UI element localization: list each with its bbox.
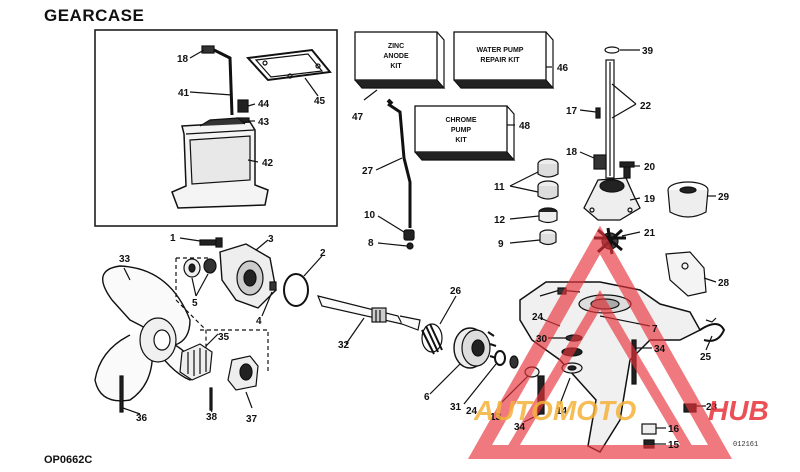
label-36: 36 xyxy=(136,413,148,424)
part-18-screw xyxy=(201,45,234,116)
inset-frame xyxy=(94,29,338,227)
label-44: 44 xyxy=(258,99,270,110)
label-6: 6 xyxy=(424,392,430,403)
diagram-code: 012161 xyxy=(733,441,759,449)
part-9-bushing xyxy=(539,229,557,246)
label-18: 18 xyxy=(177,54,189,65)
chrome-kit-line3: KIT xyxy=(455,137,467,144)
label-20: 20 xyxy=(644,162,656,173)
label-8: 8 xyxy=(368,238,374,249)
part-36-pin xyxy=(119,375,124,413)
water-pump-repair-kit-box xyxy=(453,31,555,89)
label-17: 17 xyxy=(566,106,578,117)
label-25: 25 xyxy=(700,352,712,363)
part-1-screw xyxy=(199,237,223,248)
part-28-plate xyxy=(665,251,707,297)
kit-labels: ZINC ANODE KIT WATER PUMP REPAIR KIT CHR… xyxy=(383,43,523,144)
footer-code: OP0662C xyxy=(44,454,93,466)
part-25-clip xyxy=(699,317,726,342)
chrome-pump-kit-box xyxy=(414,105,516,161)
label-43: 43 xyxy=(258,117,270,128)
label-21: 21 xyxy=(644,228,656,239)
chrome-kit-line1: CHROME xyxy=(445,117,476,124)
part-number-labels: 18 41 44 43 42 45 47 46 48 39 22 17 18 2… xyxy=(119,46,730,451)
part-18-bushing xyxy=(593,154,607,170)
part-19-pump-housing xyxy=(583,177,641,221)
water-pump-kit-line1: WATER PUMP xyxy=(477,47,524,54)
part-3-bearing-housing xyxy=(219,243,277,309)
label-28: 28 xyxy=(718,278,730,289)
label-48: 48 xyxy=(519,121,531,132)
label-24-lower: 24 xyxy=(466,406,478,417)
watermark-text-part1: AUTOMOTO xyxy=(473,395,637,426)
part-12-bearing xyxy=(538,207,558,224)
label-22: 22 xyxy=(640,101,652,112)
label-45: 45 xyxy=(314,96,326,107)
label-42: 42 xyxy=(262,158,274,169)
chrome-kit-line2: PUMP xyxy=(451,127,472,134)
label-7: 7 xyxy=(652,324,658,335)
label-46: 46 xyxy=(557,63,569,74)
diagram-title: GEARCASE xyxy=(44,6,145,25)
label-15: 15 xyxy=(668,440,680,451)
label-23: 23 xyxy=(706,402,718,413)
part-22-drive-shaft xyxy=(604,46,620,179)
label-38: 38 xyxy=(206,412,218,423)
label-18-right: 18 xyxy=(566,147,578,158)
label-14: 14 xyxy=(556,406,568,417)
part-35-thrust-bushing xyxy=(179,343,213,381)
label-47: 47 xyxy=(352,112,364,123)
part-42-housing xyxy=(171,117,269,209)
label-10: 10 xyxy=(364,210,376,221)
label-1: 1 xyxy=(170,233,176,244)
zinc-kit-line1: ZINC xyxy=(388,43,404,50)
part-27-shift-rod xyxy=(386,98,412,228)
label-2: 2 xyxy=(320,248,326,259)
label-13: 13 xyxy=(490,412,502,423)
zinc-kit-line2: ANODE xyxy=(383,53,409,60)
part-32-propeller-shaft xyxy=(317,295,421,331)
label-24: 24 xyxy=(532,312,544,323)
label-41: 41 xyxy=(178,88,190,99)
label-30: 30 xyxy=(536,334,548,345)
watermark-text: AUTOMOTO HUB xyxy=(473,395,769,426)
part-10-grommet xyxy=(403,229,415,241)
zinc-kit-line3: KIT xyxy=(390,63,402,70)
label-19: 19 xyxy=(644,194,656,205)
part-20-screw xyxy=(619,161,635,179)
part-29-cup xyxy=(667,181,709,218)
label-5: 5 xyxy=(192,298,198,309)
automotohub-watermark xyxy=(467,225,733,459)
part-37-spacer xyxy=(227,355,259,391)
label-37: 37 xyxy=(246,414,258,425)
label-32: 32 xyxy=(338,340,350,351)
label-34-lower: 34 xyxy=(514,422,526,433)
part-16-fitting xyxy=(641,423,657,435)
label-29: 29 xyxy=(718,192,730,203)
watermark-text-part2: HUB xyxy=(708,395,769,426)
label-3: 3 xyxy=(268,234,274,245)
label-26: 26 xyxy=(450,286,462,297)
label-35: 35 xyxy=(218,332,230,343)
label-39: 39 xyxy=(642,46,654,57)
label-9: 9 xyxy=(498,239,504,250)
part-11-bearings xyxy=(537,158,559,200)
label-31: 31 xyxy=(450,402,462,413)
zinc-anode-kit-box xyxy=(354,31,446,89)
part-6-gear xyxy=(453,327,497,369)
label-16: 16 xyxy=(668,424,680,435)
part-17-pin xyxy=(595,107,601,119)
label-12: 12 xyxy=(494,215,506,226)
part-45-gasket xyxy=(245,48,332,82)
label-34: 34 xyxy=(654,344,666,355)
water-pump-kit-line2: REPAIR KIT xyxy=(480,57,520,64)
part-26-clutch-dog xyxy=(421,323,443,355)
label-33: 33 xyxy=(119,254,131,265)
label-11: 11 xyxy=(494,182,505,193)
label-4: 4 xyxy=(256,316,262,327)
part-33-propeller xyxy=(94,265,194,402)
label-27: 27 xyxy=(362,166,374,177)
part-38-pin xyxy=(209,387,213,411)
